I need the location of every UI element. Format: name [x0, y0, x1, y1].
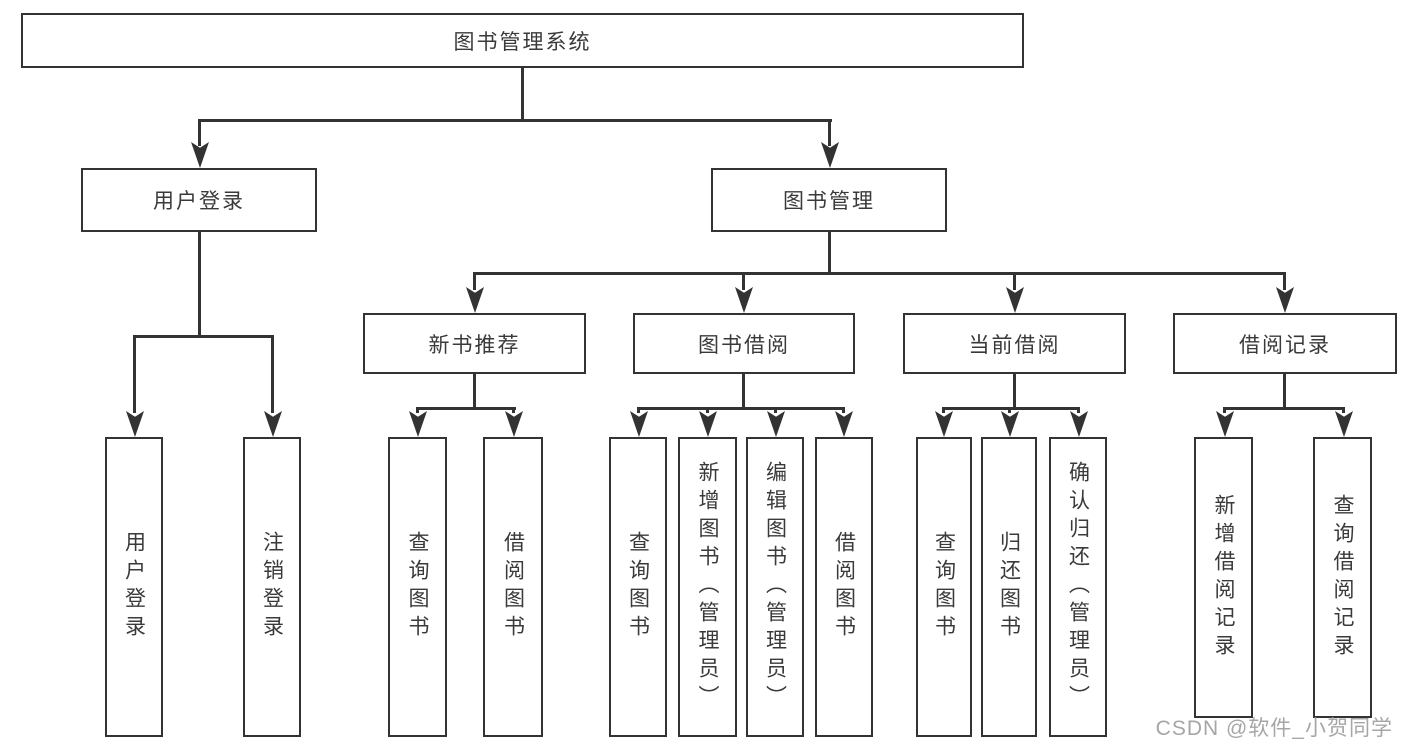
leaf-return-books: 归还图书 — [981, 437, 1037, 737]
arrow-down-icon — [630, 411, 648, 437]
arrow-down-icon — [835, 411, 853, 437]
connector-line — [416, 407, 516, 410]
arrow-down-icon — [735, 287, 753, 313]
connector-line — [1008, 407, 1011, 413]
leaf-label: 查询借阅记录 — [1331, 493, 1354, 662]
leaf-borrow-books: 借阅图书 — [815, 437, 873, 737]
connector-line — [828, 232, 831, 275]
leaf-label: 查询图书 — [626, 531, 650, 643]
node-borrow-records: 借阅记录 — [1173, 313, 1397, 374]
connector-line — [416, 407, 419, 413]
connector-line — [1283, 272, 1286, 290]
arrow-down-icon — [767, 411, 785, 437]
leaf-borrow-books-recommend: 借阅图书 — [483, 437, 543, 737]
leaf-query-books-borrowing: 查询图书 — [609, 437, 667, 737]
connector-line — [133, 335, 136, 413]
connector-line — [942, 407, 945, 413]
leaf-confirm-return-admin: 确认归还（管理员） — [1049, 437, 1107, 737]
arrow-down-icon — [1276, 287, 1294, 313]
node-user-login: 用户登录 — [81, 168, 317, 232]
leaf-query-borrow-record: 查询借阅记录 — [1313, 437, 1372, 718]
arrow-down-icon — [1070, 411, 1088, 437]
connector-line — [1223, 407, 1226, 413]
connector-line — [742, 272, 745, 290]
arrow-down-icon — [1006, 287, 1024, 313]
leaf-label: 编辑图书（管理员） — [763, 461, 787, 713]
leaf-label: 新增借阅记录 — [1212, 493, 1235, 662]
leaf-label: 归还图书 — [997, 531, 1021, 643]
leaf-label: 查询图书 — [932, 531, 956, 643]
arrow-down-icon — [466, 287, 484, 313]
arrow-down-icon — [1216, 411, 1234, 437]
connector-line — [198, 119, 201, 146]
leaf-label: 查询图书 — [406, 531, 429, 643]
leaf-label: 借阅图书 — [501, 531, 525, 643]
leaf-edit-books-admin: 编辑图书（管理员） — [746, 437, 804, 737]
connector-line — [473, 272, 1286, 275]
connector-line — [1077, 407, 1080, 413]
arrow-down-icon — [1001, 411, 1019, 437]
connector-line — [512, 407, 515, 413]
leaf-query-books-recommend: 查询图书 — [388, 437, 447, 737]
connector-line — [1013, 272, 1016, 290]
node-book-management: 图书管理 — [711, 168, 947, 232]
connector-line — [637, 407, 640, 413]
leaf-user-login: 用户登录 — [105, 437, 163, 737]
node-library-system: 图书管理系统 — [21, 13, 1024, 68]
leaf-label: 借阅图书 — [832, 531, 856, 643]
connector-line — [133, 335, 274, 338]
node-new-book-recommendation: 新书推荐 — [363, 313, 586, 374]
connector-line — [774, 407, 777, 413]
leaf-add-borrow-record: 新增借阅记录 — [1194, 437, 1253, 718]
connector-line — [198, 119, 832, 122]
connector-line — [828, 119, 831, 146]
connector-line — [1223, 407, 1345, 410]
arrow-down-icon — [505, 411, 523, 437]
arrow-down-icon — [264, 411, 282, 437]
connector-line — [271, 335, 274, 413]
connector-line — [1013, 374, 1016, 410]
csdn-watermark: CSDN @软件_小贺同学 — [1155, 717, 1393, 740]
connector-line — [942, 407, 1080, 410]
connector-line — [742, 374, 745, 410]
connector-line — [473, 374, 476, 410]
node-book-borrowing: 图书借阅 — [633, 313, 855, 374]
leaf-label: 注销登录 — [260, 531, 284, 643]
leaf-logout: 注销登录 — [243, 437, 301, 737]
leaf-label: 用户登录 — [122, 531, 146, 643]
leaf-label: 确认归还（管理员） — [1066, 461, 1090, 713]
arrow-down-icon — [699, 411, 717, 437]
connector-line — [637, 407, 845, 410]
leaf-add-books-admin: 新增图书（管理员） — [678, 437, 737, 737]
connector-line — [842, 407, 845, 413]
arrow-down-icon — [126, 411, 144, 437]
connector-line — [1342, 407, 1345, 413]
arrow-down-icon — [409, 411, 427, 437]
connector-line — [198, 232, 201, 338]
connector-line — [521, 68, 524, 122]
leaf-label: 新增图书（管理员） — [696, 461, 719, 713]
connector-line — [706, 407, 709, 413]
connector-line — [1283, 374, 1286, 410]
node-current-borrowing: 当前借阅 — [903, 313, 1126, 374]
arrow-down-icon — [935, 411, 953, 437]
connector-line — [473, 272, 476, 290]
arrow-down-icon — [1335, 411, 1353, 437]
leaf-query-books-current: 查询图书 — [916, 437, 972, 737]
